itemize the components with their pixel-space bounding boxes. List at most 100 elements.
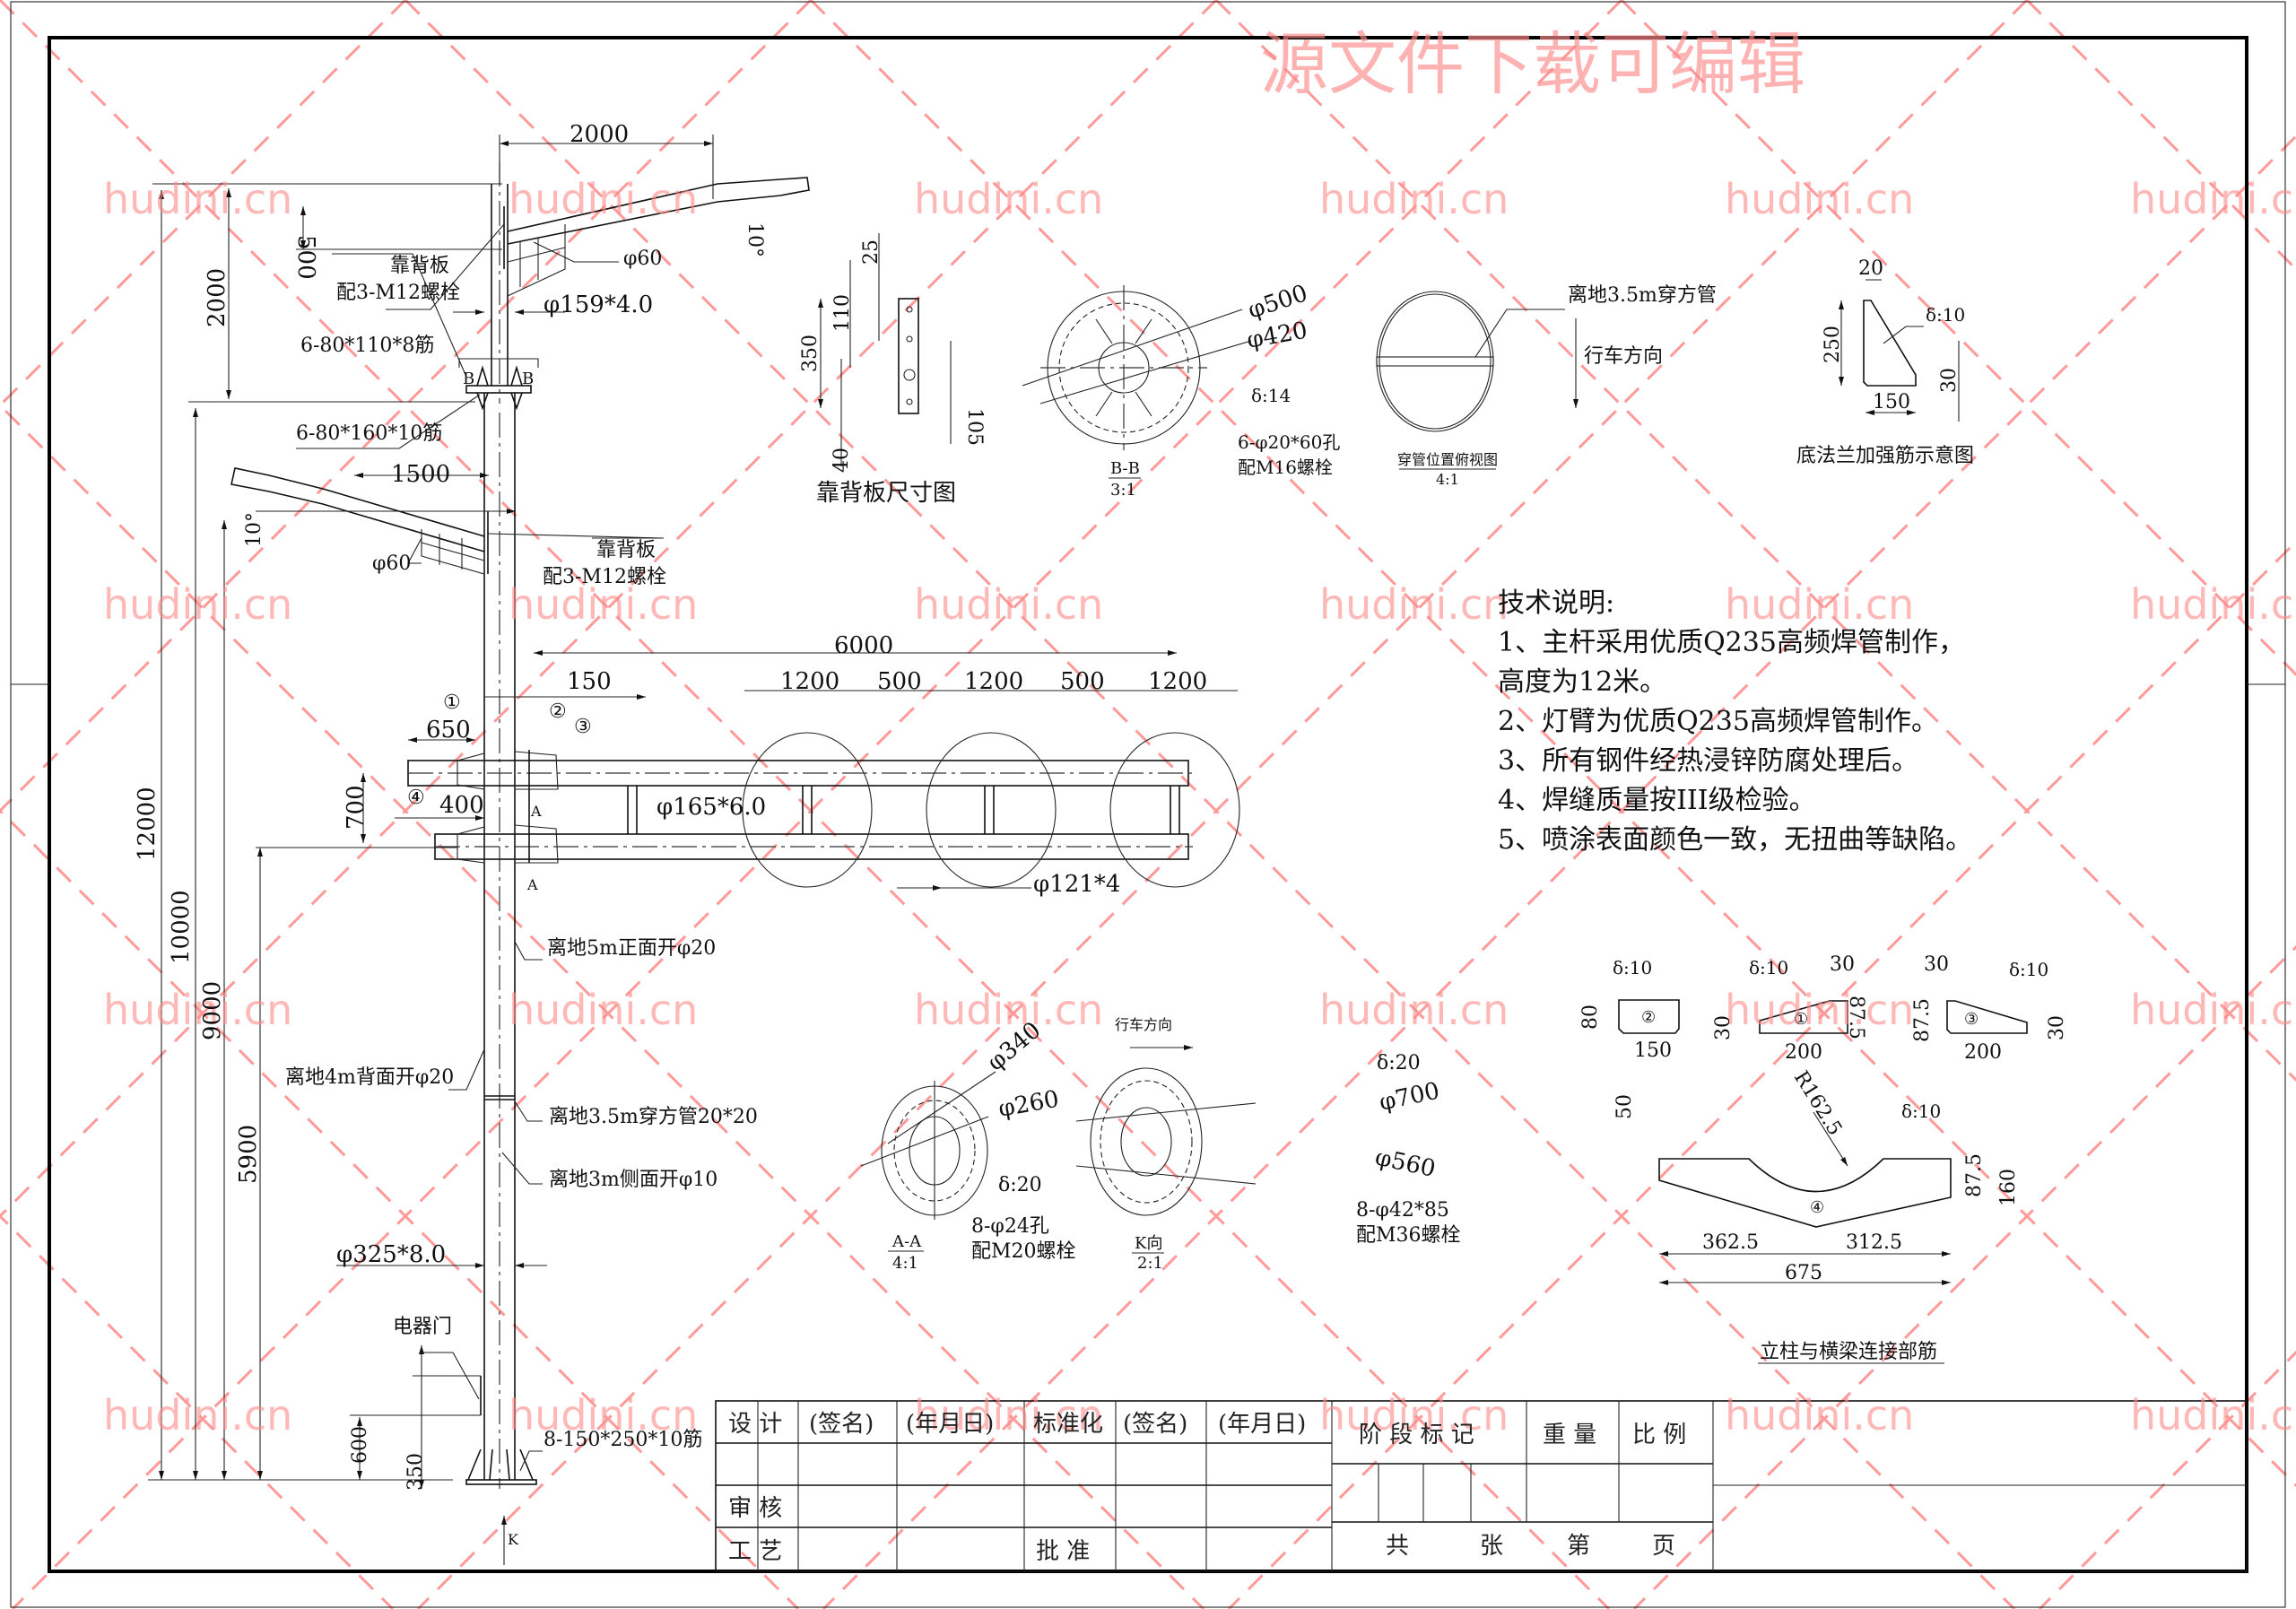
dim-span-3: 1200 — [964, 668, 1023, 695]
rib3-h87-5: 87.5 — [1911, 998, 1934, 1042]
rib3-mark: ③ — [1964, 1010, 1979, 1029]
note-line-6: 5、喷涂表面颜色一致，无扭曲等缺陷。 — [1498, 824, 1972, 856]
note-line-5: 4、焊缝质量按III级检验。 — [1498, 785, 1816, 816]
rib1-top30: 30 — [1830, 953, 1855, 976]
rib-upper-spec: 6-80*110*8筋 — [300, 335, 434, 357]
outer-frame — [10, 1, 2286, 1608]
tube-plan-direction: 行车方向 — [1584, 345, 1663, 368]
base-rib-h250: 250 — [1822, 326, 1844, 363]
section-mark-b-right: B — [522, 370, 534, 388]
watermark-site-text: hudini.cn — [914, 175, 1103, 223]
watermark-site-text: hudini.cn — [1319, 1391, 1509, 1439]
dim-beam-650: 650 — [426, 717, 471, 744]
k-direction: 行车方向 — [1115, 1016, 1172, 1033]
rib1-h30: 30 — [1712, 1015, 1735, 1040]
watermark-stroke — [0, 0, 1218, 1219]
k-label: K向 — [1135, 1234, 1162, 1253]
note-hole-4m: 离地4m背面开φ20 — [285, 1066, 454, 1089]
k-diameter-560: φ560 — [1373, 1144, 1439, 1183]
dim-span-5: 1200 — [1148, 668, 1207, 695]
technical-notes: 技术说明: 1、主杆采用优质Q235高频焊管制作， 高度为12米。 2、灯臂为优… — [1498, 587, 1972, 856]
rib4-mark: ④ — [1810, 1198, 1824, 1217]
top-backplate-bolts: 配3-M12螺栓 — [336, 282, 460, 304]
height-10000: 10000 — [168, 890, 195, 964]
base-rib-w20: 20 — [1858, 257, 1883, 280]
aa-thickness: δ:20 — [998, 1174, 1042, 1196]
watermark-stroke — [0, 0, 1611, 1609]
rib1-w200: 200 — [1785, 1041, 1822, 1064]
dim-top-arm-500: 500 — [292, 235, 319, 280]
tb-scale: 比 例 — [1632, 1422, 1686, 1448]
note-tube-3-5m: 离地3.5m穿方管20*20 — [549, 1106, 758, 1128]
k-view-diagram — [1075, 1045, 1257, 1216]
upper-pole-spec: φ159*4.0 — [544, 291, 653, 318]
watermark-site-text: hudini.cn — [2130, 580, 2296, 629]
base-rib-title: 底法兰加强筋示意图 — [1796, 445, 1974, 467]
top-backplate-label: 靠背板 — [390, 255, 449, 277]
bb-thickness: δ:14 — [1251, 385, 1291, 406]
beam-web-diameter: φ121*4 — [1033, 871, 1120, 898]
watermark-site-text: hudini.cn — [1725, 1391, 1914, 1439]
marker-3: ③ — [574, 716, 592, 738]
rib4-thickness: δ:10 — [1901, 1100, 1941, 1122]
dim-beam-6000: 6000 — [834, 632, 893, 659]
watermark-site-text: hudini.cn — [1319, 175, 1509, 223]
watermark-site-text: hudini.cn — [509, 1391, 698, 1439]
watermark-site-text: hudini.cn — [1319, 986, 1509, 1034]
marker-2: ② — [549, 700, 567, 723]
watermark-site-text: hudini.cn — [509, 986, 698, 1034]
bb-bolts: 配M16螺栓 — [1238, 457, 1333, 478]
rib3-w200: 200 — [1964, 1041, 2002, 1064]
watermark-site-text: hudini.cn — [914, 580, 1103, 629]
tb-approve: 批 准 — [1036, 1538, 1090, 1565]
watermark-stroke — [1227, 539, 2296, 1609]
watermark-site-text: hudini.cn — [2130, 175, 2296, 223]
tb-review: 审 核 — [728, 1495, 782, 1522]
backplate-dim-110: 110 — [831, 294, 854, 332]
tb-stage-mark: 阶 段 标 记 — [1359, 1422, 1474, 1448]
section-mark-b-left: B — [463, 370, 474, 388]
watermark-site-text: hudini.cn — [2130, 986, 2296, 1034]
tb-sheet-no: 第 — [1567, 1533, 1590, 1560]
rib2-h80: 80 — [1579, 1005, 1602, 1030]
k-view-mark: K — [508, 1531, 519, 1548]
bb-scale: 3:1 — [1110, 481, 1136, 500]
tb-date-1: (年月日) — [906, 1411, 994, 1438]
watermark-site-text: hudini.cn — [103, 175, 292, 223]
top-arm-diameter: φ60 — [623, 248, 662, 270]
height-12000: 12000 — [134, 787, 161, 861]
rib1-h87-5: 87.5 — [1845, 996, 1867, 1039]
tb-process: 工 艺 — [728, 1538, 782, 1565]
dim-top-arm-offset: 2000 — [204, 268, 230, 327]
low-backplate-label: 靠背板 — [596, 539, 656, 561]
aa-holes: 8-φ24孔 — [971, 1215, 1049, 1238]
watermark-site-text: hudini.cn — [509, 580, 698, 629]
k-scale: 2:1 — [1137, 1254, 1163, 1273]
watermark-site-text: hudini.cn — [2130, 1391, 2296, 1439]
rib4-w312-5: 312.5 — [1846, 1231, 1902, 1254]
marker-4: ④ — [407, 787, 425, 809]
watermark-sites: hudini.cn hudini.cn hudini.cn hudini.cn hudi… — [103, 175, 2296, 1439]
watermark-site-text: hudini.cn — [1319, 580, 1509, 629]
low-arm-diameter: φ60 — [372, 552, 411, 575]
pole-elevation — [148, 135, 1240, 1565]
dim-span-4: 500 — [1060, 668, 1105, 695]
marker-1: ① — [443, 691, 461, 714]
rib4-h87-5: 87.5 — [1963, 1153, 1986, 1197]
tb-sign-1: (签名) — [809, 1411, 874, 1438]
tb-date-2: (年月日) — [1218, 1411, 1306, 1438]
rib3-h30: 30 — [2046, 1015, 2068, 1040]
tb-standard: 标准化 — [1033, 1411, 1103, 1438]
bb-label: B-B — [1110, 459, 1140, 478]
dim-beam-700: 700 — [343, 785, 370, 830]
rib2-mark: ② — [1641, 1008, 1656, 1027]
k-diameter-700: φ700 — [1377, 1077, 1442, 1116]
ribs-title: 立柱与横梁连接部筋 — [1760, 1341, 1937, 1363]
dim-span-1: 1200 — [780, 668, 839, 695]
tube-plan-title: 穿管位置俯视图 — [1397, 451, 1498, 468]
base-rib-diagram — [1839, 279, 1960, 422]
watermark-stroke — [11, 0, 1623, 1609]
watermark-banner: 源文件下载可编辑 — [1260, 24, 1805, 104]
rib-lower-spec: 6-80*160*10筋 — [296, 422, 442, 445]
